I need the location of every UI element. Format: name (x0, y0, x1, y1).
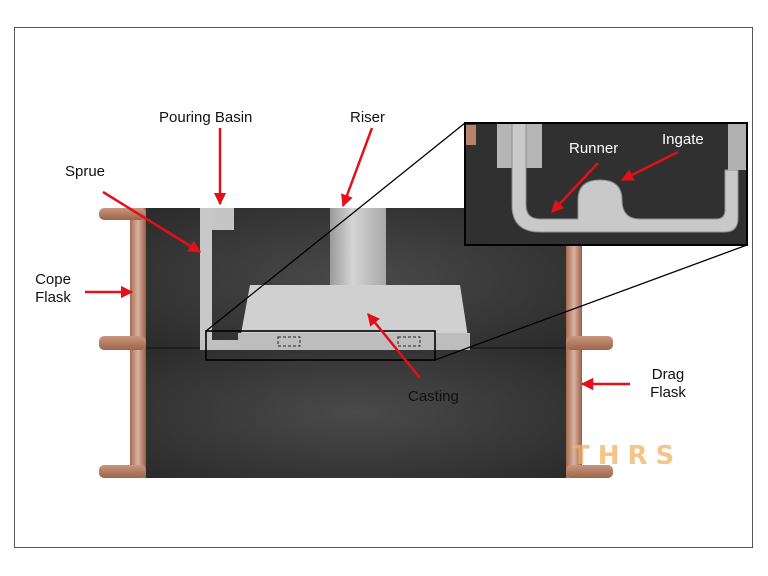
zoom-inset-border (464, 122, 748, 246)
pouring-basin-shape (212, 208, 234, 230)
drag-flask-label-line1: Drag (651, 366, 685, 383)
riser-arrow (341, 127, 374, 208)
ingate-marker-right (397, 336, 421, 347)
cope-flask-label: Cope Flask (28, 271, 78, 307)
ingate-label: Ingate (662, 131, 704, 148)
zoom-connector-bottom (434, 244, 748, 361)
runner-label: Runner (569, 140, 619, 157)
cope-flask-label-line1: Cope (35, 271, 71, 288)
drag-flask-label-line2: Flask (650, 384, 686, 401)
drag-flask-label: Drag Flask (640, 366, 696, 402)
cope-flask-shape (99, 208, 146, 350)
left-drag-flask-shape (99, 350, 146, 478)
drag-sand (146, 348, 566, 478)
ingate-arrow (620, 150, 679, 182)
runner-highlight-box (205, 330, 436, 361)
riser-label: Riser (350, 109, 386, 126)
runner-arrow (551, 162, 599, 213)
sprue-label: Sprue (65, 163, 106, 180)
zoom-connector-top (205, 122, 466, 332)
cope-flask-label-line2: Flask (35, 289, 71, 306)
casting-label: Casting (408, 388, 459, 405)
watermark-text: THRS (572, 441, 683, 471)
sprue-arrow (102, 190, 202, 254)
drag-flask-shape (566, 245, 613, 478)
ingate-marker-left (277, 336, 301, 347)
diagram-frame (14, 27, 753, 548)
pouring-basin-label: Pouring Basin (159, 109, 253, 126)
zoom-inset (465, 123, 747, 245)
runner-shape (200, 340, 240, 350)
watermark-logo: THRS (572, 437, 712, 477)
casting-arrow (367, 313, 421, 379)
riser-shape (330, 208, 386, 290)
sprue-shape (200, 208, 212, 350)
